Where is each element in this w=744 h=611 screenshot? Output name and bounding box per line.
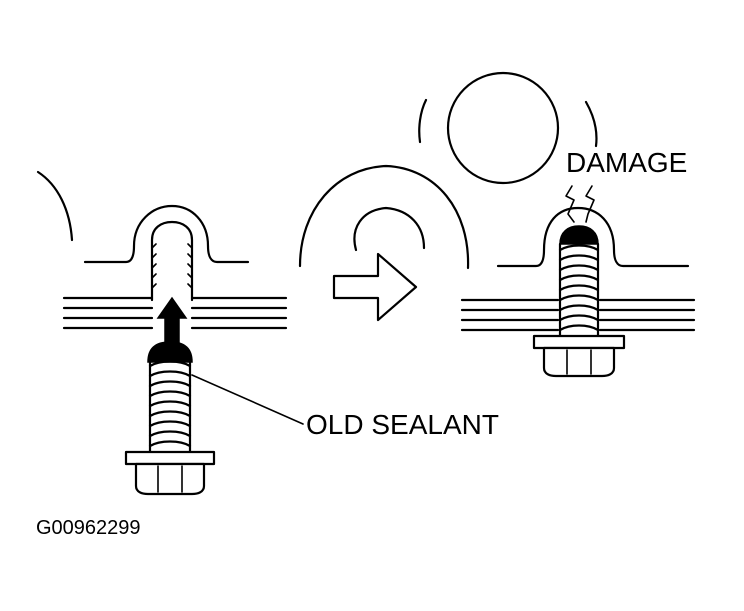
removal-arrow-icon bbox=[156, 296, 188, 346]
old-sealant-label: OLD SEALANT bbox=[306, 409, 499, 440]
left-hole-threads bbox=[151, 243, 193, 289]
housing-inner-arc bbox=[353, 206, 426, 252]
damage-zigzag-right bbox=[585, 185, 595, 223]
figure-id-label: G00962299 bbox=[36, 517, 141, 539]
right-arc-right bbox=[584, 100, 598, 148]
right-boss-outline bbox=[496, 206, 690, 268]
damage-sealant-cap bbox=[559, 225, 599, 245]
right-assembly bbox=[418, 71, 696, 378]
old-sealant-leader-line bbox=[191, 374, 304, 425]
damage-zigzag-left bbox=[565, 185, 575, 223]
right-plate-lines bbox=[460, 298, 696, 332]
left-bolt bbox=[124, 341, 216, 496]
left-plate-lines bbox=[62, 296, 288, 330]
right-bolt-threads bbox=[558, 244, 600, 332]
damage-label: DAMAGE bbox=[566, 147, 687, 178]
left-assembly bbox=[36, 170, 304, 496]
next-step-arrow-icon bbox=[332, 252, 418, 322]
right-circle-boss bbox=[446, 71, 560, 185]
left-boss-outline bbox=[83, 204, 250, 264]
left-bolt-threads bbox=[148, 360, 192, 448]
left-threaded-hole bbox=[150, 220, 194, 302]
old-sealant-deposit bbox=[147, 341, 193, 363]
housing-dome-arc bbox=[298, 164, 470, 270]
right-arc-left bbox=[418, 98, 428, 144]
right-bolt bbox=[532, 225, 626, 378]
left-housing-arc bbox=[36, 170, 74, 242]
center-section bbox=[298, 164, 470, 322]
